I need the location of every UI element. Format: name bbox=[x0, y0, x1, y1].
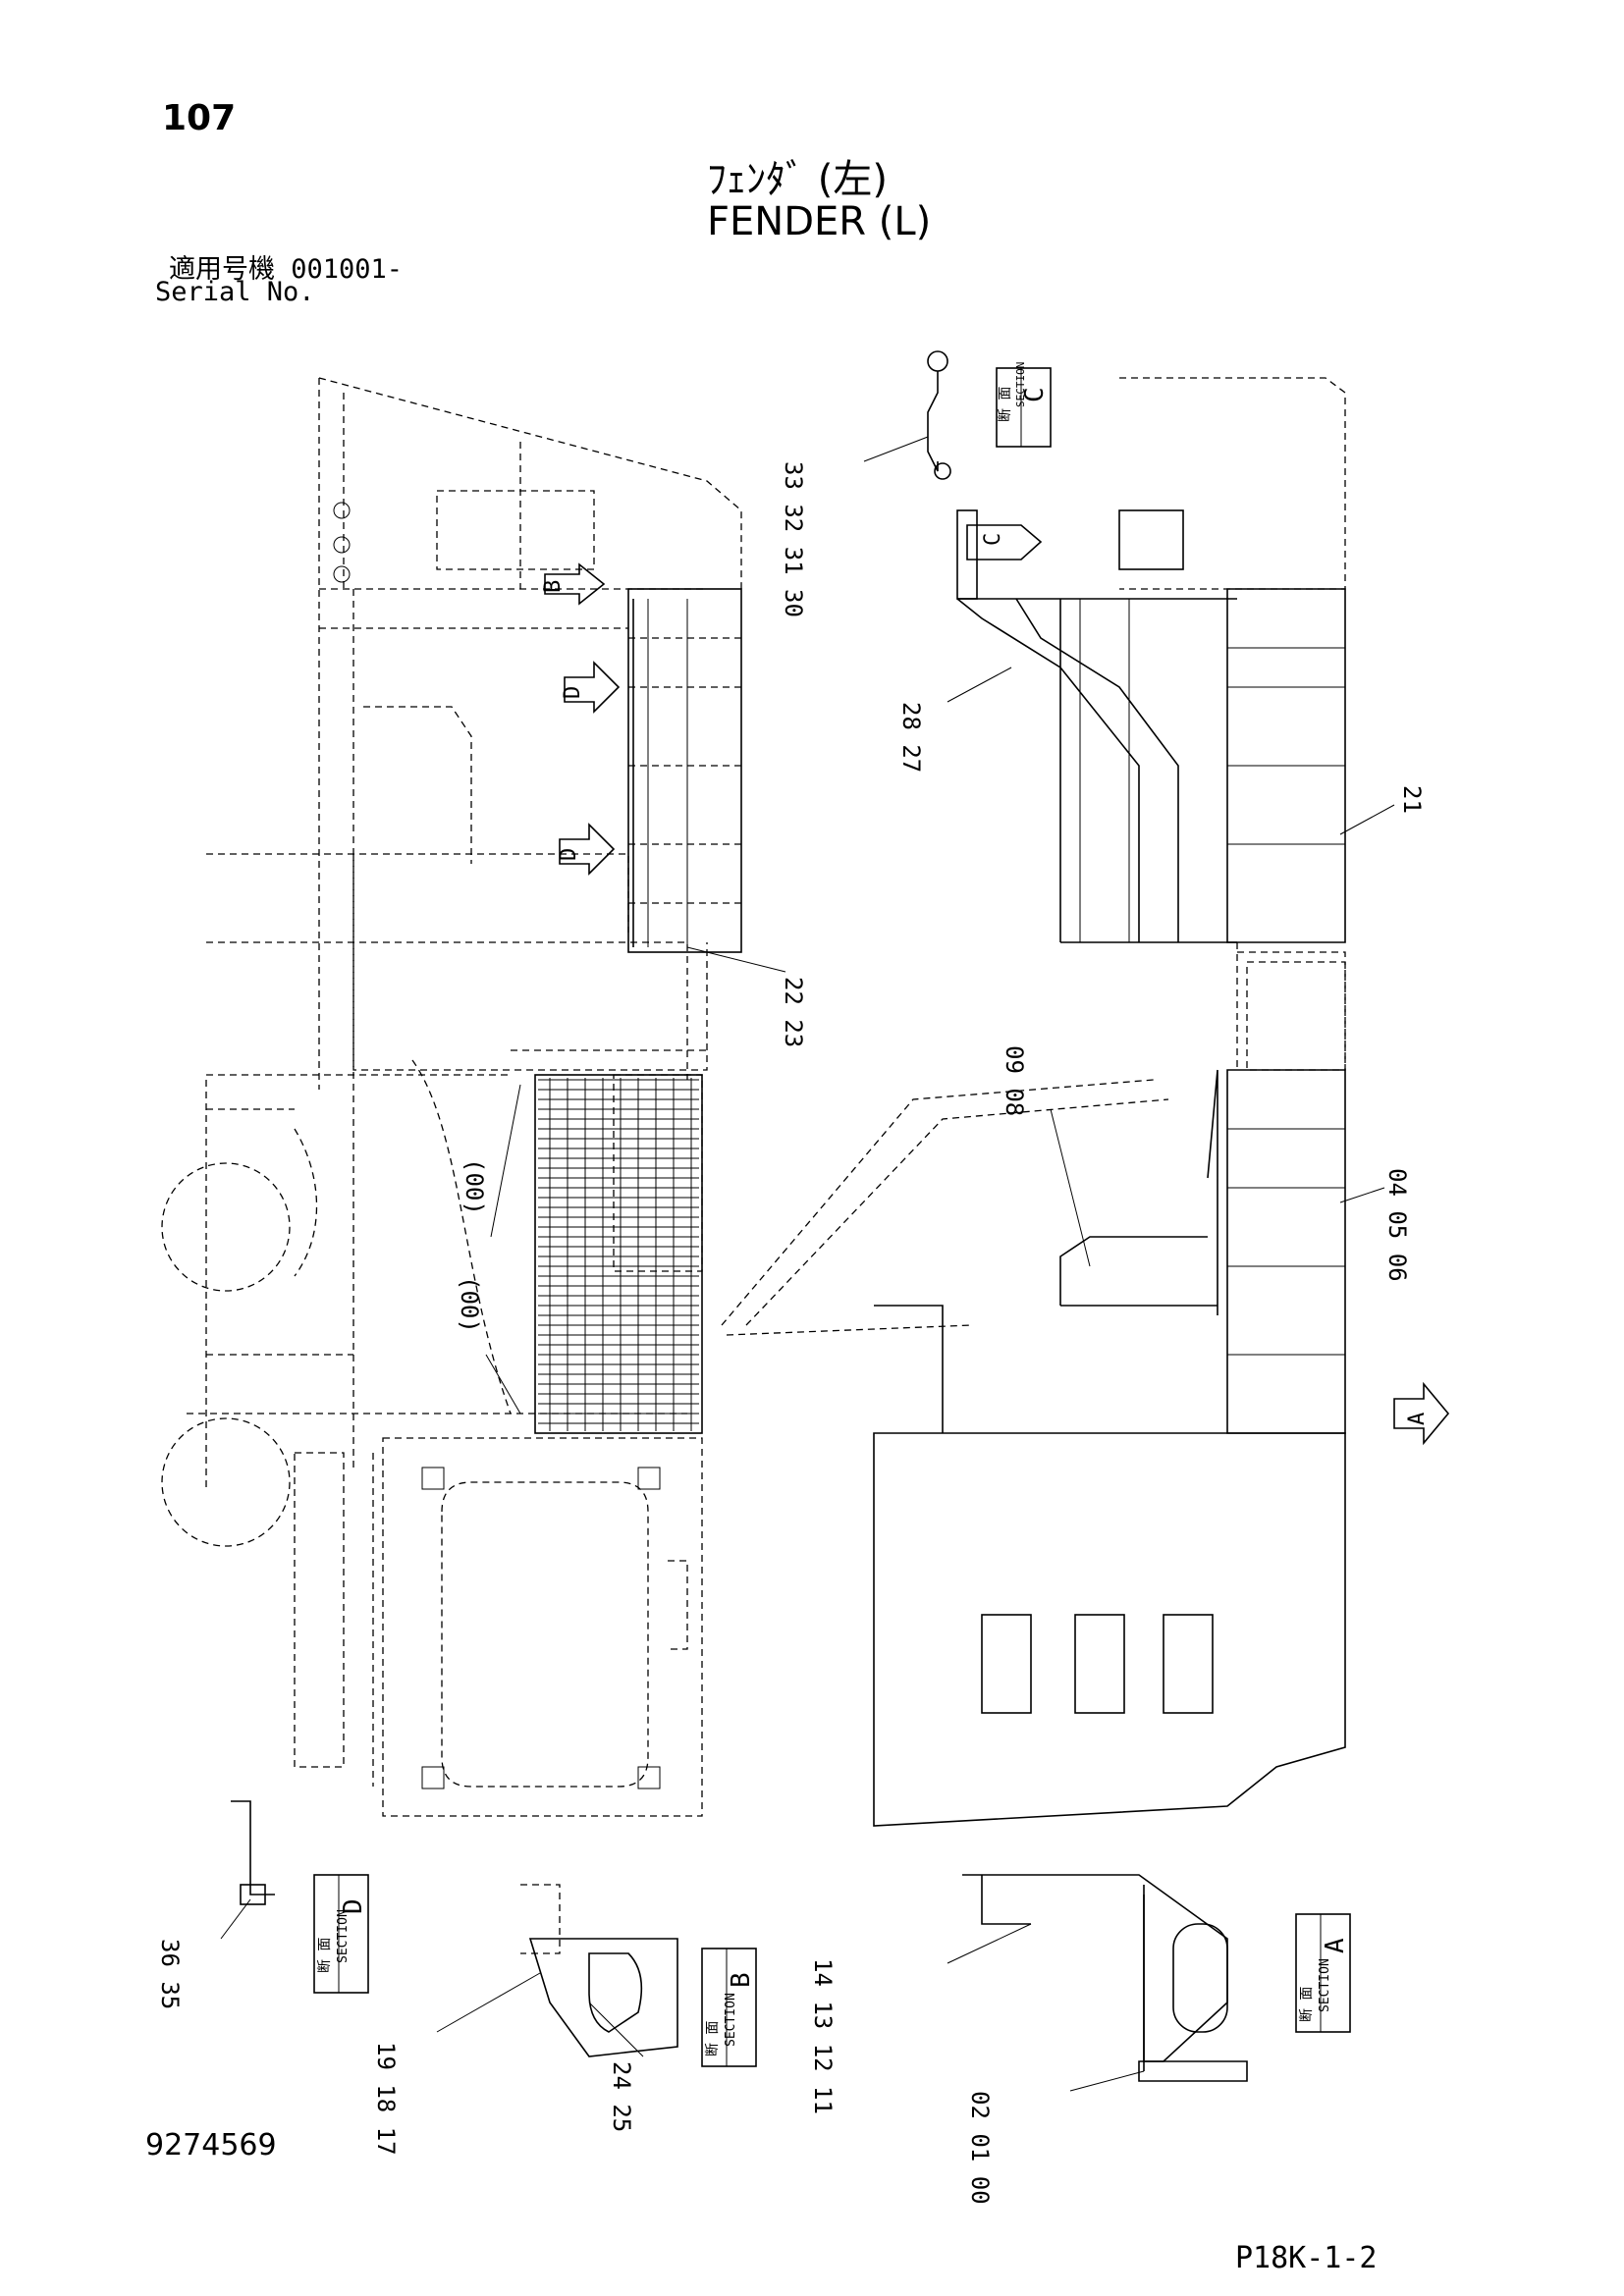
title-japanese: ﾌｪﾝﾀﾞ (左) bbox=[707, 157, 888, 202]
section-badge-c: SECTION 断 面 C bbox=[996, 362, 1052, 448]
svg-text:A: A bbox=[1405, 1413, 1430, 1425]
document-number: 9274569 bbox=[145, 2128, 277, 2163]
svg-text:21: 21 bbox=[1398, 785, 1426, 814]
section-badge-d: SECTION 断 面 D bbox=[313, 1874, 369, 1994]
svg-text:断 面: 断 面 bbox=[998, 387, 1013, 422]
svg-text:D: D bbox=[557, 848, 581, 861]
callout-33-30: 33 32 31 30 bbox=[780, 436, 929, 617]
callout-36-35: 36 35 bbox=[156, 1898, 251, 2009]
svg-text:36 35: 36 35 bbox=[156, 1939, 184, 2009]
title-english: FENDER (L) bbox=[707, 199, 932, 244]
svg-text:(00): (00) bbox=[456, 1276, 483, 1333]
svg-text:B: B bbox=[541, 580, 566, 593]
view-arrow-b: B bbox=[541, 562, 606, 606]
section-b-detail bbox=[520, 1884, 678, 2057]
svg-text:断 面: 断 面 bbox=[317, 1938, 333, 1973]
callout-22-23: 22 23 bbox=[686, 946, 807, 1047]
callout-28-27: 28 27 bbox=[897, 667, 1012, 773]
section-c-detail bbox=[927, 350, 951, 480]
callout-09-08: 09 08 bbox=[1001, 1045, 1091, 1267]
svg-text:D: D bbox=[339, 1898, 368, 1914]
svg-text:28 27: 28 27 bbox=[897, 702, 925, 773]
section-d-detail bbox=[231, 1800, 275, 1905]
serial-label-english: Serial No. bbox=[155, 277, 315, 307]
callout-00b: (00) bbox=[456, 1276, 521, 1415]
grating-panel bbox=[534, 1074, 703, 1434]
view-arrow-c: C bbox=[966, 524, 1043, 561]
svg-text:SECTION: SECTION bbox=[1318, 1958, 1332, 2012]
callout-19-17: 19 18 17 bbox=[372, 1972, 541, 2156]
lower-right-fender-panel bbox=[721, 1069, 1346, 1827]
section-badge-b: SECTION 断 面 B bbox=[701, 1948, 757, 2067]
page-code: P18K-1-2 bbox=[1235, 2241, 1378, 2275]
section-badge-a: SECTION 断 面 A bbox=[1295, 1913, 1351, 2033]
view-arrow-d-upper: D bbox=[561, 661, 621, 714]
svg-text:C: C bbox=[1020, 387, 1050, 402]
svg-text:33 32 31 30: 33 32 31 30 bbox=[780, 461, 807, 617]
svg-text:D: D bbox=[561, 686, 585, 699]
upper-fender-panel bbox=[352, 588, 742, 1071]
callout-04-06: 04 05 06 bbox=[1339, 1168, 1411, 1282]
callout-14-11: 14 13 12 11 bbox=[809, 1923, 1032, 2114]
svg-text:C: C bbox=[981, 533, 1005, 546]
page-number: 107 bbox=[162, 98, 237, 138]
view-arrow-a: A bbox=[1393, 1381, 1450, 1446]
callout-02-00: 02 01 00 bbox=[966, 2070, 1145, 2205]
serial-label-japanese: 適用号機 001001- bbox=[169, 254, 404, 285]
svg-text:A: A bbox=[1321, 1938, 1350, 1953]
svg-text:断 面: 断 面 bbox=[1299, 1987, 1315, 2022]
svg-text:04 05 06: 04 05 06 bbox=[1383, 1168, 1411, 1282]
svg-text:SECTION: SECTION bbox=[724, 1993, 738, 2047]
svg-text:14 13 12 11: 14 13 12 11 bbox=[809, 1958, 837, 2114]
callout-21: 21 bbox=[1339, 785, 1426, 835]
svg-text:SECTION: SECTION bbox=[1014, 362, 1027, 407]
view-arrow-d-lower: D bbox=[557, 823, 616, 876]
svg-text:断 面: 断 面 bbox=[705, 2021, 721, 2056]
callout-24-25: 24 25 bbox=[588, 2002, 644, 2132]
lower-mount-frame bbox=[382, 1437, 703, 1817]
svg-text:(00): (00) bbox=[460, 1158, 488, 1215]
svg-text:02 01 00: 02 01 00 bbox=[966, 2091, 994, 2205]
step-ladder-assembly bbox=[956, 377, 1346, 1434]
svg-text:19 18 17: 19 18 17 bbox=[372, 2042, 400, 2156]
svg-text:22 23: 22 23 bbox=[780, 977, 807, 1047]
svg-text:24 25: 24 25 bbox=[608, 2061, 635, 2132]
section-a-detail bbox=[962, 1874, 1248, 2082]
svg-text:09 08: 09 08 bbox=[1001, 1045, 1028, 1116]
callout-00a: (00) bbox=[460, 1084, 521, 1238]
svg-text:B: B bbox=[727, 1972, 756, 1988]
svg-text:SECTION: SECTION bbox=[336, 1909, 351, 1963]
